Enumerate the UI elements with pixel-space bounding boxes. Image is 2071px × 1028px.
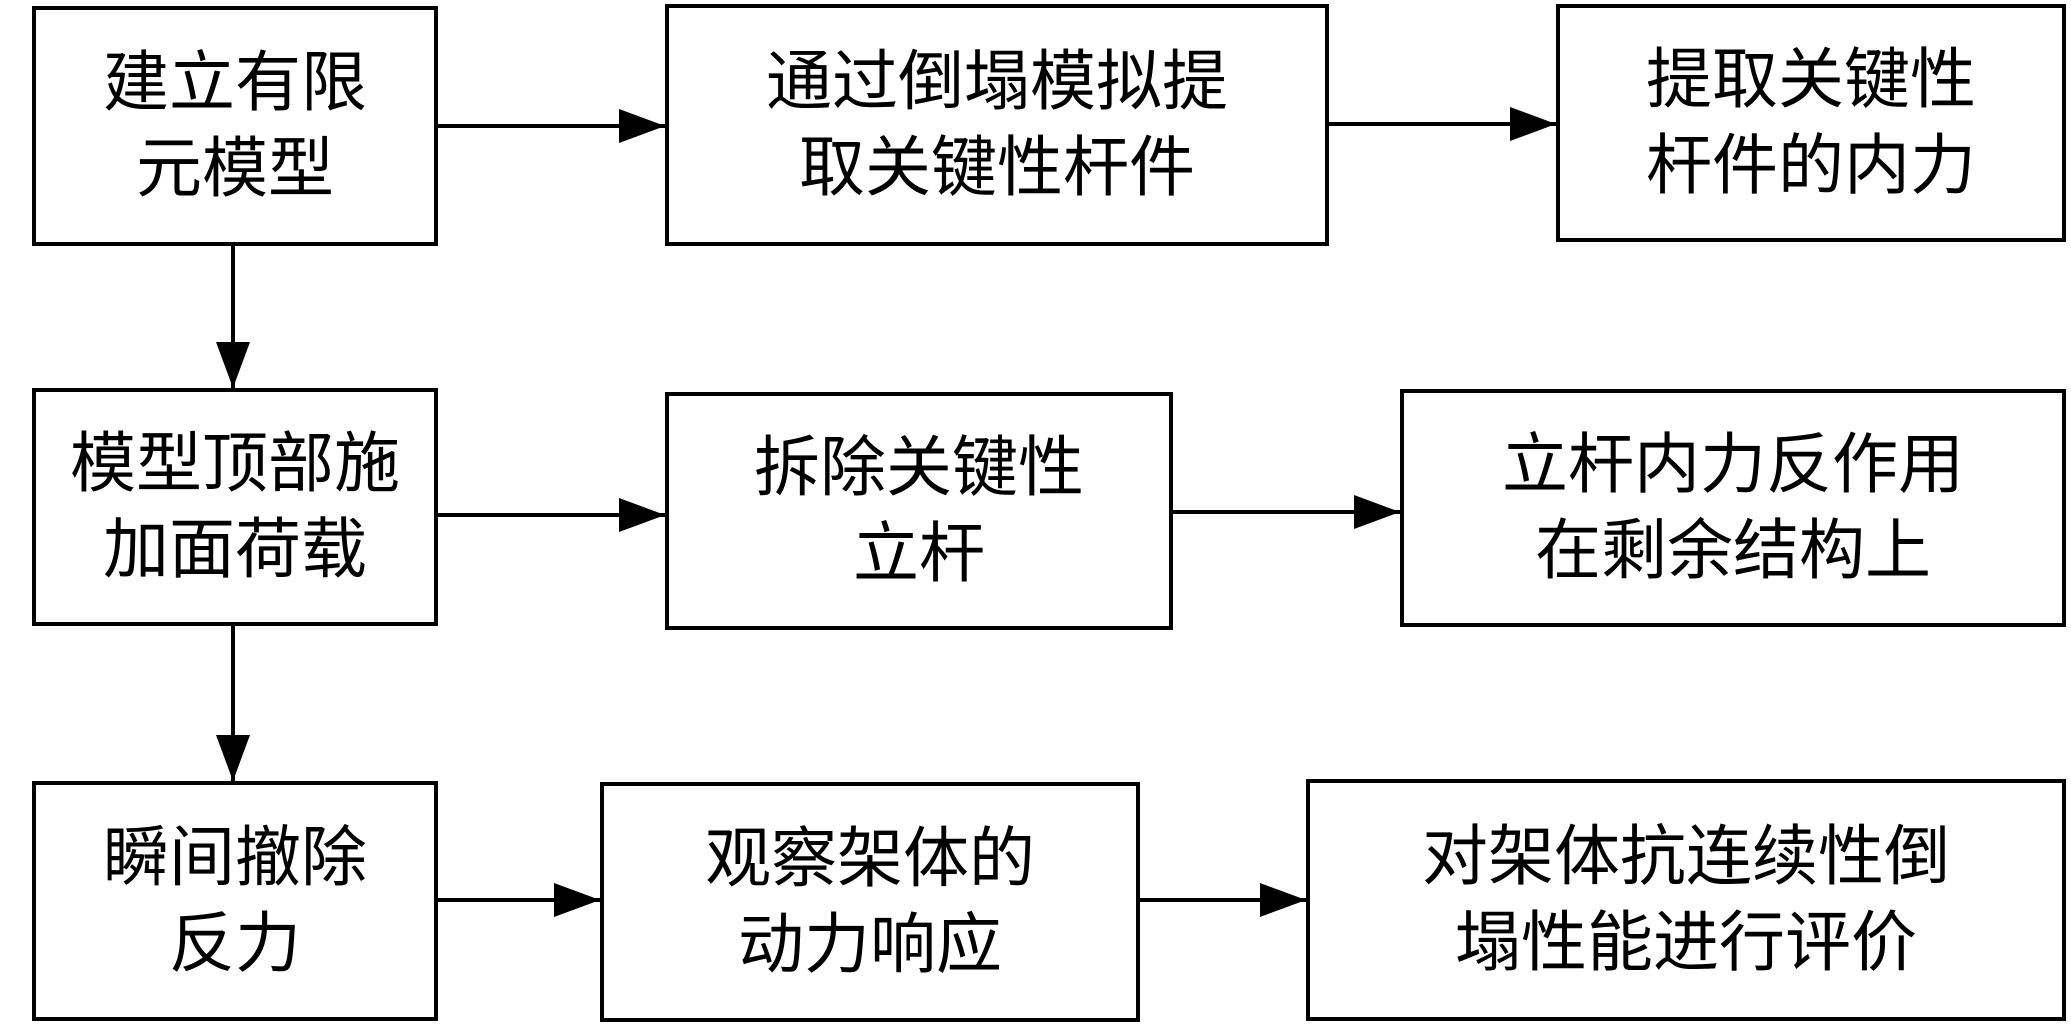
node-label: 模型顶部施 加面荷载 xyxy=(70,421,400,593)
node-label: 提取关键性 杆件的内力 xyxy=(1646,37,1976,209)
node-label: 瞬间撤除 反力 xyxy=(103,815,367,987)
node-label-line: 加面荷载 xyxy=(103,511,367,588)
node-label-line: 瞬间撤除 xyxy=(103,819,367,896)
node-label: 观察架体的 动力响应 xyxy=(705,816,1035,988)
node-label-line: 立杆内力反作用 xyxy=(1502,426,1964,503)
node-label: 立杆内力反作用 在剩余结构上 xyxy=(1502,422,1964,594)
node-label-line: 拆除关键性 xyxy=(754,429,1084,506)
node-label-line: 模型顶部施 xyxy=(70,425,400,502)
node-label-line: 在剩余结构上 xyxy=(1535,512,1931,589)
node-label-line: 建立有限 xyxy=(103,44,367,121)
node-label-line: 对架体抗连续性倒 xyxy=(1422,818,1950,895)
node-label: 对架体抗连续性倒 塌性能进行评价 xyxy=(1422,814,1950,986)
node-label-line: 立杆 xyxy=(853,515,985,592)
node-label-line: 动力响应 xyxy=(738,906,1002,983)
node-label-line: 元模型 xyxy=(136,130,334,207)
node-label-line: 观察架体的 xyxy=(705,820,1035,897)
node-extract-key-members: 通过倒塌模拟提 取关键性杆件 xyxy=(665,4,1329,246)
node-apply-surface-load: 模型顶部施 加面荷载 xyxy=(32,388,438,626)
node-label-line: 杆件的内力 xyxy=(1646,127,1976,204)
node-label-line: 提取关键性 xyxy=(1646,41,1976,118)
node-label-line: 通过倒塌模拟提 xyxy=(766,43,1228,120)
node-label: 通过倒塌模拟提 取关键性杆件 xyxy=(766,39,1228,211)
node-remove-reaction: 瞬间撤除 反力 xyxy=(32,781,438,1021)
node-label-line: 塌性能进行评价 xyxy=(1455,904,1917,981)
node-label: 拆除关键性 立杆 xyxy=(754,425,1084,597)
node-label: 建立有限 元模型 xyxy=(103,40,367,212)
node-evaluate-collapse-resistance: 对架体抗连续性倒 塌性能进行评价 xyxy=(1306,779,2066,1021)
node-apply-reaction-force: 立杆内力反作用 在剩余结构上 xyxy=(1400,389,2066,627)
node-build-fe-model: 建立有限 元模型 xyxy=(32,6,438,246)
node-extract-internal-forces: 提取关键性 杆件的内力 xyxy=(1556,4,2066,242)
node-label-line: 反力 xyxy=(169,905,301,982)
node-label-line: 取关键性杆件 xyxy=(799,129,1195,206)
node-observe-dynamic-response: 观察架体的 动力响应 xyxy=(600,782,1140,1022)
node-remove-key-column: 拆除关键性 立杆 xyxy=(665,392,1173,630)
